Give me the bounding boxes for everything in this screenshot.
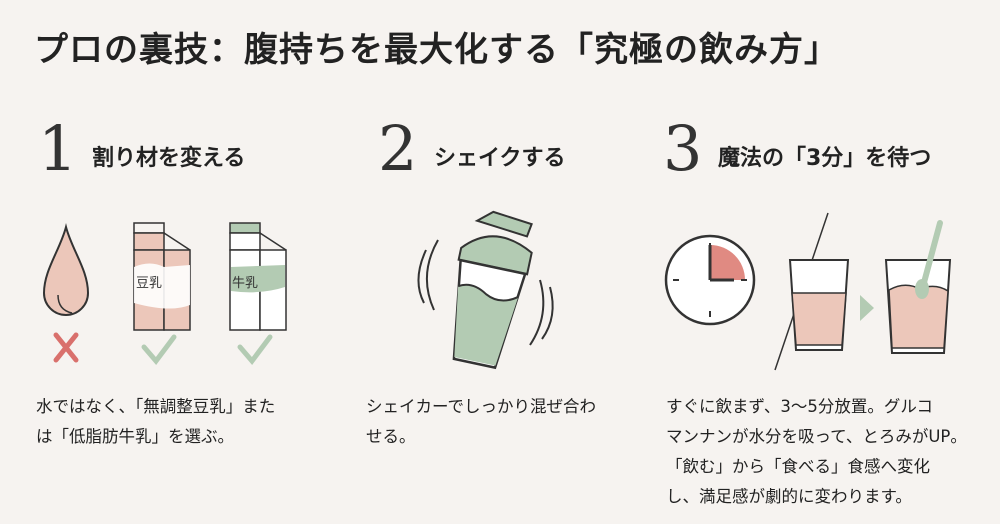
description-line: シェイカーでしっかり混ぜ合わ (366, 397, 597, 416)
description-line: は「低脂肪牛乳」を選ぶ。 (36, 427, 234, 446)
water-drop-icon (42, 223, 90, 316)
milk-label: 牛乳 (232, 276, 258, 291)
milk-carton-icon: 牛乳 (229, 222, 287, 331)
check-icon (141, 334, 177, 365)
step-3-number: 3 (663, 112, 703, 185)
soy-milk-label: 豆乳 (136, 276, 162, 291)
cross-icon (53, 332, 79, 363)
description-line: 水ではなく、「無調整豆乳」また (36, 397, 276, 416)
shaker-icon (417, 210, 554, 370)
page-title: プロの裏技：腹持ちを最大化する「究極の飲み方」 (34, 30, 839, 70)
thick-glass-with-spoon-icon (884, 220, 952, 354)
glass-icon (788, 259, 850, 351)
clock-icon (664, 234, 756, 326)
description-line: せる。 (366, 427, 416, 446)
wait-illustration (664, 212, 952, 371)
description-line: すぐに飲まず、3〜5分放置。グルコ (666, 397, 934, 416)
step-2-description: シェイカーでしっかり混ぜ合わ せる。 (366, 392, 596, 452)
mixer-choice-illustration: 豆乳 牛乳 (42, 222, 287, 365)
description-line: マンナンが水分を吸って、とろみがUP。 (666, 427, 967, 446)
step-1-label: 割り材を変える (92, 146, 246, 171)
check-icon (237, 334, 273, 365)
step-1-number: 1 (38, 112, 78, 185)
arrow-right-icon (860, 295, 874, 321)
description-line: し、満足感が劇的に変わります。 (666, 487, 912, 506)
description-line: 「飲む」から「食べる」食感へ変化 (666, 457, 930, 476)
step-2-label: シェイクする (434, 146, 566, 171)
step-3-label: 魔法の「3分」を待つ (718, 146, 932, 171)
soy-milk-carton-icon: 豆乳 (133, 222, 191, 331)
step-1-description: 水ではなく、「無調整豆乳」また は「低脂肪牛乳」を選ぶ。 (36, 392, 275, 452)
step-2-number: 2 (378, 112, 418, 185)
step-3-description: すぐに飲まず、3〜5分放置。グルコ マンナンが水分を吸って、とろみがUP。 「飲… (666, 392, 967, 512)
